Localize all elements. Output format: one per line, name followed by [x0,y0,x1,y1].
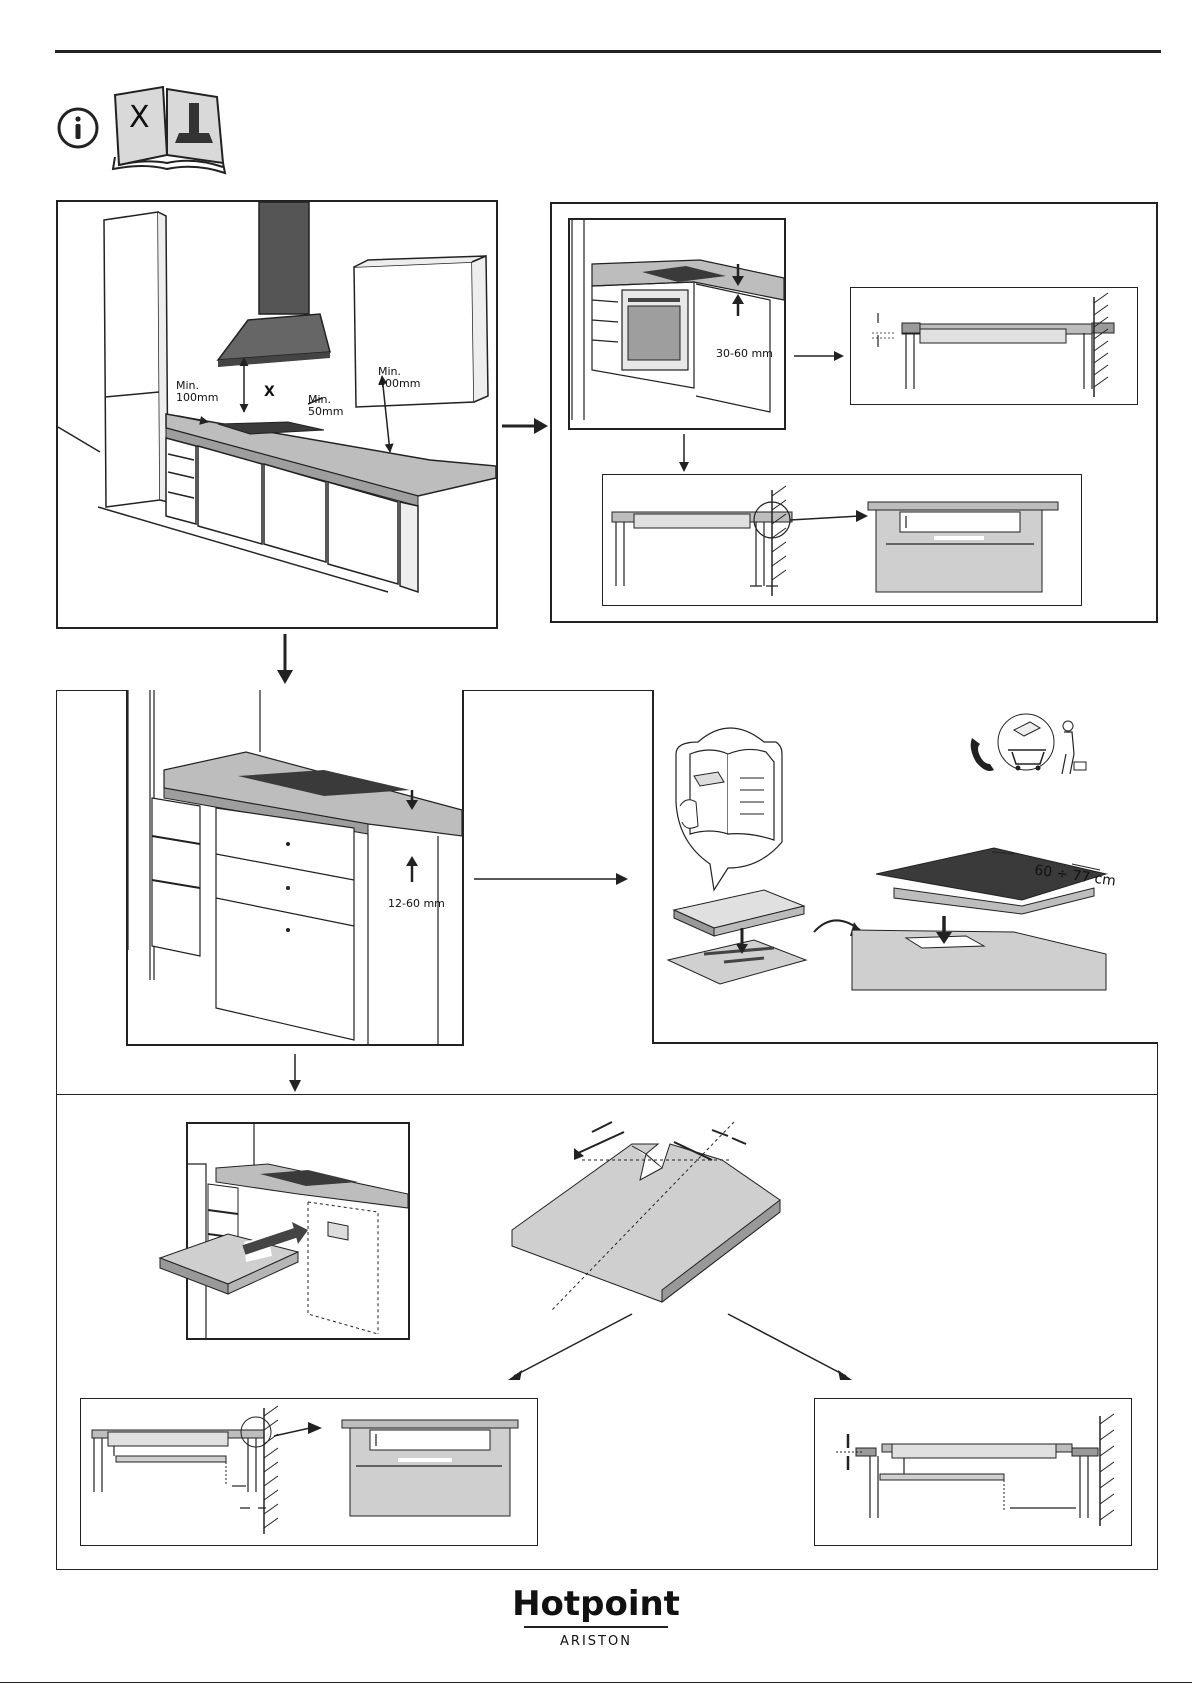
arrow-to-left-section [500,1310,640,1384]
arrow-down-to-section-2 [678,434,690,474]
svg-text:X: X [129,100,150,135]
installer-icon [1066,724,1067,725]
board-insert-illustration [188,1124,408,1338]
hob-fitting-illustration [654,692,1154,1042]
arrow-to-fitting [472,872,632,886]
arrow-down-1 [275,634,295,686]
manual-book-icon: X [105,85,235,175]
brand-logo: Hotpoint ARISTON [0,1584,1192,1649]
label-min-100mm: Min. 100mm [176,380,218,404]
label-12-60mm: 12-60 mm [388,898,445,910]
section-board-wall-illustration [82,1400,536,1544]
brand-sub: ARISTON [0,1634,1192,1649]
label-x: X [264,386,275,398]
board-cutout-illustration [512,1120,792,1310]
label-min-50mm: Min. 50mm [308,394,343,418]
shopping-cart-icon [1024,750,1025,751]
bottom-rule [0,1682,1192,1683]
top-rule [55,50,1161,53]
arrow-right-1 [500,416,550,436]
label-min-400mm: Min. 400mm [378,366,420,390]
brand-divider [524,1626,668,1628]
kitchen-clearance-illustration [58,202,496,627]
oven-cabinet-illustration [570,220,784,428]
drawer-unit-illustration [128,690,462,1044]
info-icon [55,105,101,151]
section-wall-gap-illustration [604,476,1080,604]
arrow-to-right-section [724,1310,864,1384]
section-board-gap-illustration [816,1400,1130,1544]
brand-name: Hotpoint [0,1584,1192,1624]
phone-icon [970,736,971,737]
section-cutout-depth-illustration [852,289,1136,403]
arrow-to-section-1 [792,350,846,362]
arrow-down-2 [288,1054,302,1094]
label-30-60mm: 30-60 mm [716,348,773,360]
